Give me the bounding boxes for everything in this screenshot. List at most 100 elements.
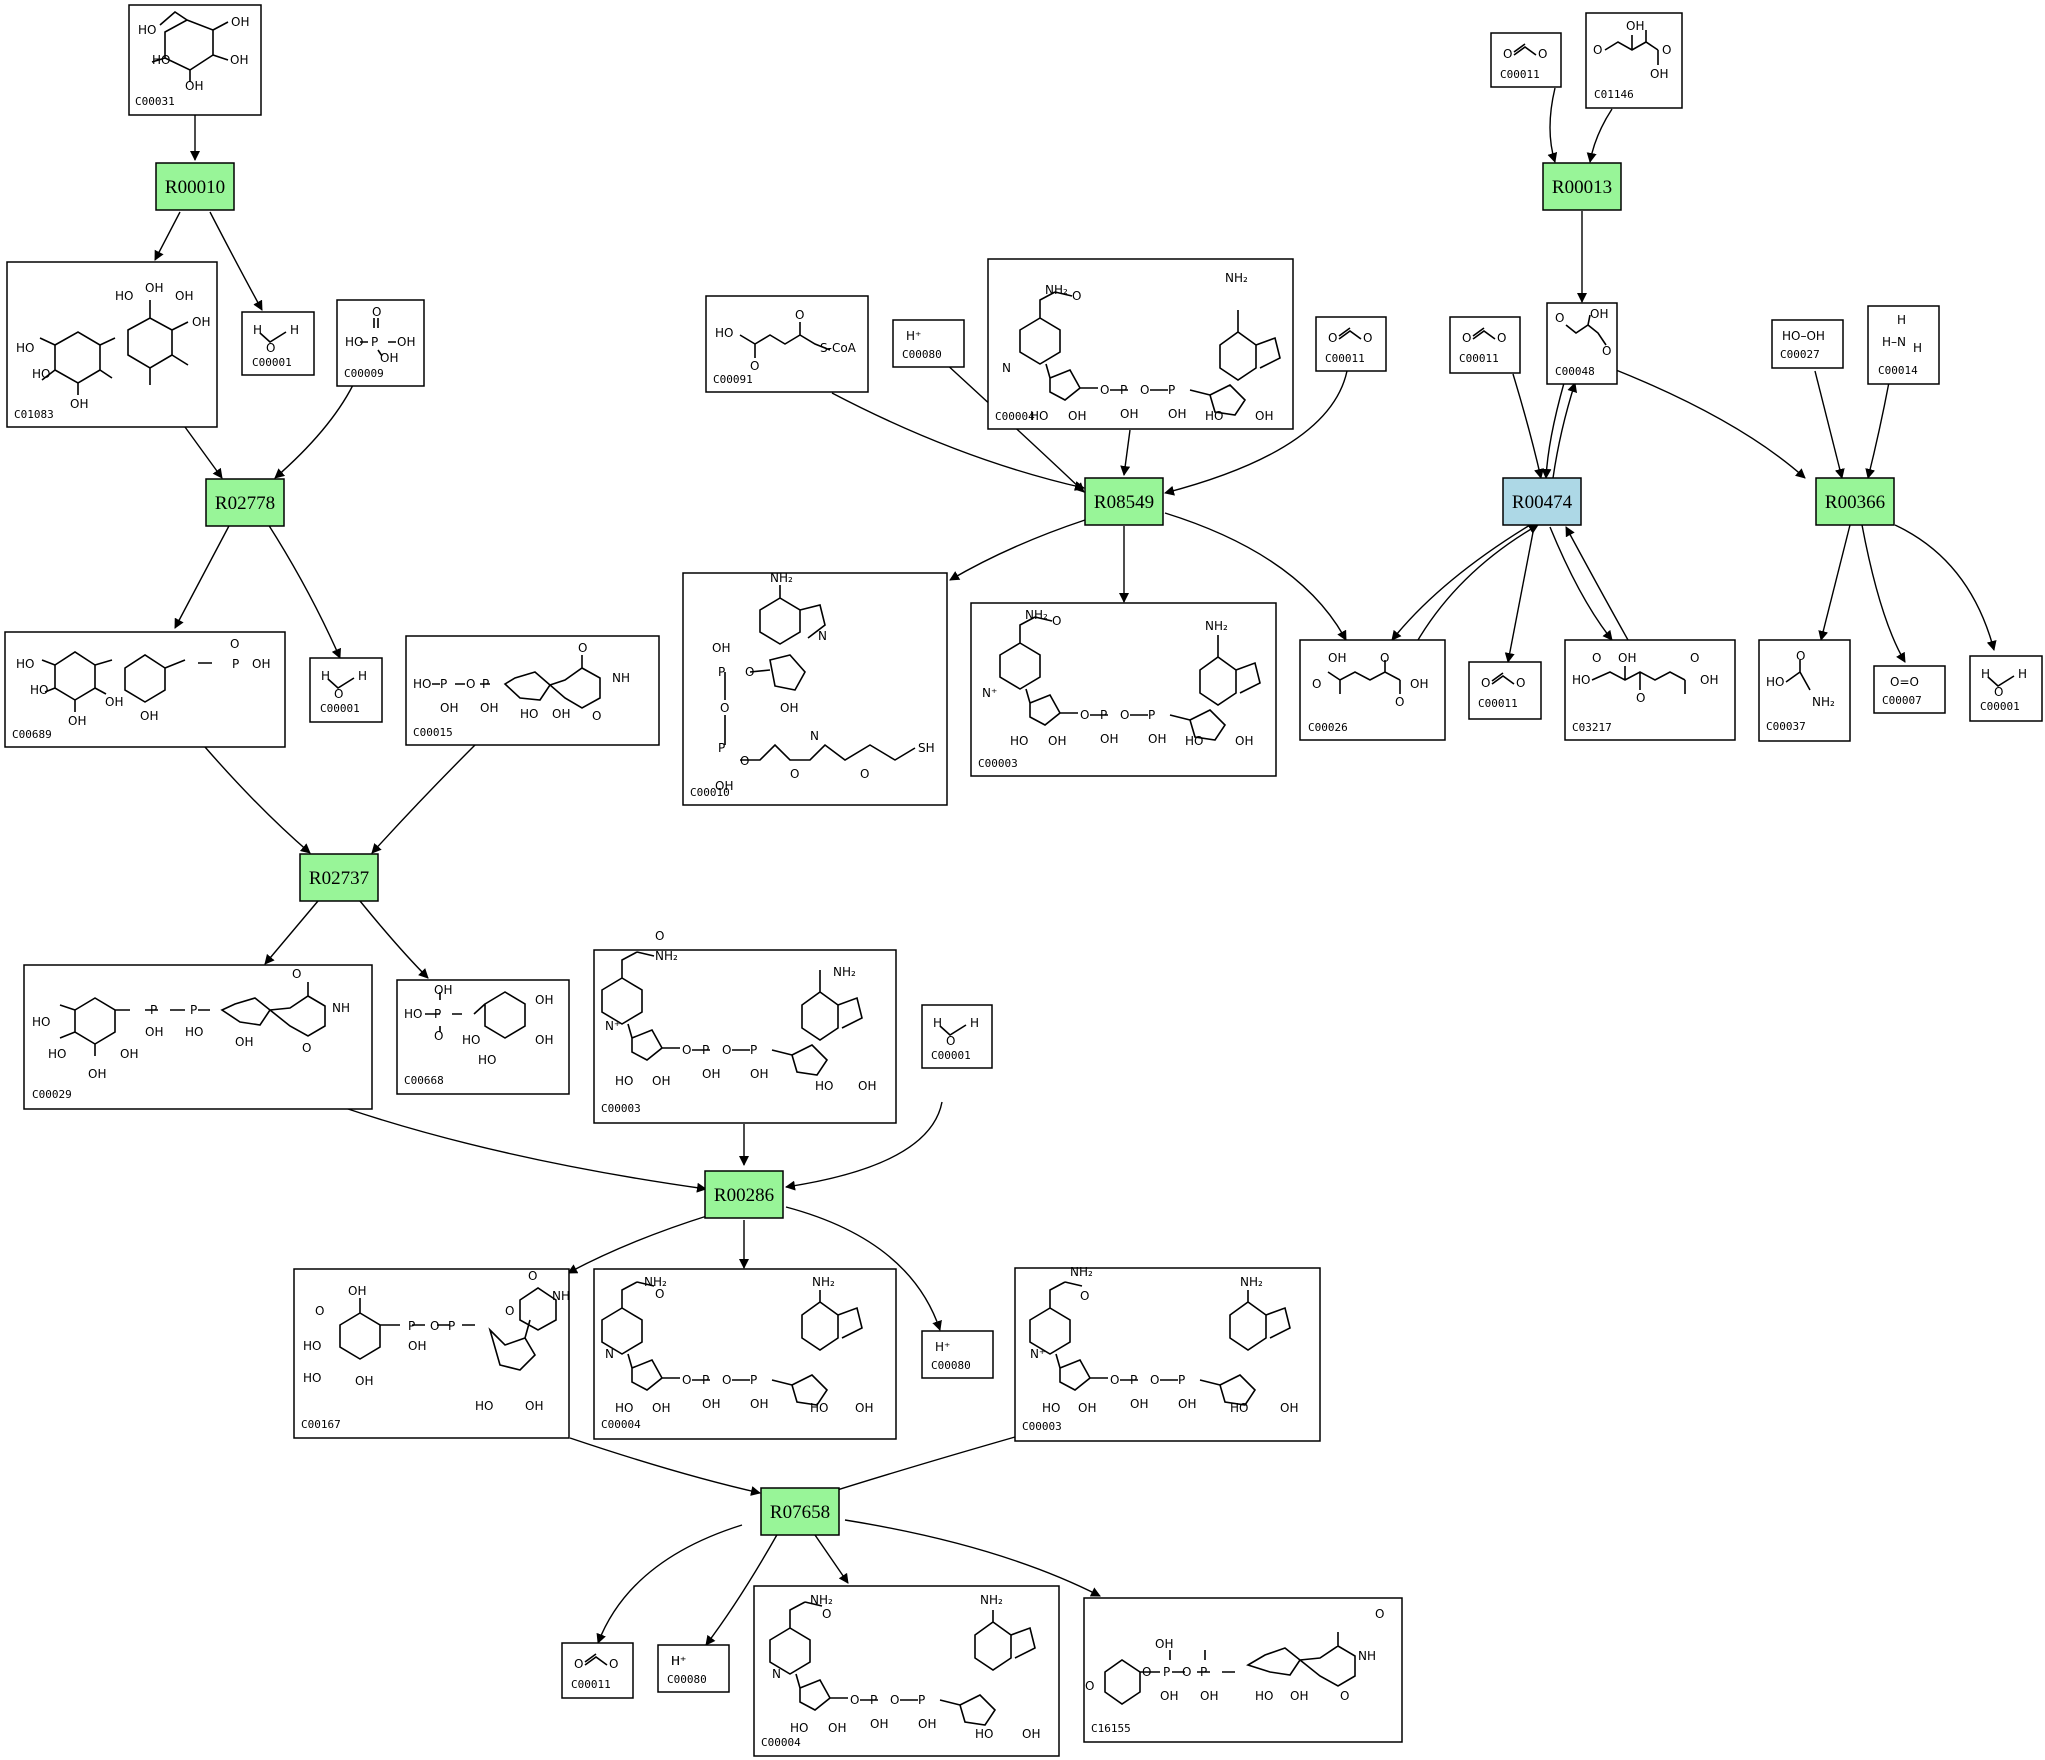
reaction-R07658-box[interactable] [760, 1487, 840, 1536]
compound-box[interactable] [1585, 12, 1683, 109]
reaction-R00474-box[interactable] [1502, 477, 1582, 526]
compound-box[interactable] [6, 261, 218, 428]
compound-C00015[interactable]: HO P O P OH OH HO OH O NH O C00015 [405, 635, 660, 746]
compound-C00026[interactable]: OH O O OH O C00026 [1299, 639, 1446, 741]
compound-C00003[interactable]: NH₂ O N⁺ O P O P OH OH HO OH HO OH NH₂ C… [593, 929, 897, 1124]
compound-C00029[interactable]: HO HO OH OH P OH P HO OH O NH O C00029 [23, 964, 373, 1110]
reaction-R00366-box[interactable] [1815, 477, 1895, 526]
compound-C00011[interactable]: O O C00011 [1468, 661, 1542, 720]
compound-box[interactable] [1468, 661, 1542, 720]
structure-bonds [259, 331, 287, 343]
compound-C00003[interactable]: NH₂ O N⁺ O P O P OH OH HO OH HO OH NH₂ C… [970, 602, 1277, 777]
compound-C00004[interactable]: NH₂ O N O P O P OH OH HO OH HO OH NH₂ C0… [593, 1268, 897, 1440]
reaction-R00286[interactable]: R00286 [704, 1170, 784, 1219]
compound-id: C00009 [344, 367, 384, 380]
compound-box[interactable] [336, 299, 425, 387]
compound-box[interactable] [1014, 1267, 1321, 1442]
reaction-R02737-box[interactable] [299, 853, 379, 902]
atom-label: OH [380, 351, 398, 365]
compound-box[interactable] [405, 635, 660, 746]
atom-label: NH₂ [833, 965, 856, 979]
compound-box[interactable] [921, 1004, 993, 1069]
compound-box[interactable] [892, 319, 965, 368]
compound-box[interactable] [593, 949, 897, 1124]
reaction-R02778[interactable]: R02778 [205, 478, 285, 527]
compound-C00001[interactable]: H O H C00001 [1969, 655, 2043, 722]
compound-box[interactable] [970, 602, 1277, 777]
compound-C00001[interactable]: H O H C00001 [921, 1004, 993, 1069]
compound-box[interactable] [705, 295, 869, 393]
compound-box[interactable] [987, 258, 1294, 430]
compound-box[interactable] [1969, 655, 2043, 722]
compound-C00004[interactable]: NH₂ O N O P O P OH OH HO OH HO OH NH₂ C0… [987, 258, 1294, 430]
compound-C00048[interactable]: O OH O C00048 [1546, 302, 1618, 385]
compound-C03217[interactable]: HO OH O O OH O C03217 [1564, 639, 1736, 741]
compound-C00011[interactable]: O O C00011 [1315, 316, 1387, 372]
compound-id: C00091 [713, 373, 753, 386]
compound-box[interactable] [1873, 665, 1946, 714]
compound-C00003[interactable]: NH₂ O N⁺ O P O P OH OH HO OH HO OH NH₂ C… [1014, 1265, 1321, 1442]
compound-C00001[interactable]: H O H C00001 [309, 657, 383, 723]
compound-C00167[interactable]: OH O HO P O P OH HO OH HO OH O NH O C001… [293, 1268, 570, 1439]
atom-label: NH [1358, 1649, 1376, 1663]
reaction-R00013[interactable]: R00013 [1542, 162, 1622, 211]
compound-C00037[interactable]: HO O NH₂ C00037 [1758, 639, 1851, 742]
compound-box[interactable] [1315, 316, 1387, 372]
compound-box[interactable] [593, 1268, 897, 1440]
compound-box[interactable] [1771, 319, 1844, 369]
compound-C01146[interactable]: OH O OH O C01146 [1585, 12, 1683, 109]
compound-box[interactable] [682, 572, 948, 806]
reaction-R00474[interactable]: R00474 [1502, 477, 1582, 526]
reaction-R00286-box[interactable] [704, 1170, 784, 1219]
compound-box[interactable] [1758, 639, 1851, 742]
compound-box[interactable] [1490, 32, 1562, 88]
compound-C00689[interactable]: HO HO OH OH OH P OH O C00689 [4, 631, 286, 748]
compound-box[interactable] [1449, 316, 1521, 374]
compound-box[interactable] [1867, 305, 1940, 385]
compound-box[interactable] [1564, 639, 1736, 741]
compound-C00011[interactable]: O O C00011 [561, 1642, 634, 1699]
compound-C00014[interactable]: H H–N H C00014 [1867, 305, 1940, 385]
reaction-R00366[interactable]: R00366 [1815, 477, 1895, 526]
compound-C00001[interactable]: H O H C00001 [241, 311, 315, 376]
reaction-R02737[interactable]: R02737 [299, 853, 379, 902]
compound-C00009[interactable]: O P HO OH OH C00009 [336, 299, 425, 387]
reaction-R08549-box[interactable] [1084, 477, 1164, 526]
reaction-R00010-box[interactable] [155, 162, 235, 211]
compound-C00080[interactable]: H⁺ H⁺ C00080 [657, 1644, 730, 1693]
compound-box[interactable] [753, 1585, 1060, 1757]
compound-box[interactable] [4, 631, 286, 748]
atom-label: P [371, 335, 378, 349]
compound-box[interactable] [241, 311, 315, 376]
atom-label: OH [535, 1033, 553, 1047]
compound-box[interactable] [309, 657, 383, 723]
structure-bonds [1591, 666, 1686, 694]
atom-label: O [750, 359, 759, 373]
reaction-R00010[interactable]: R00010 [155, 162, 235, 211]
compound-box[interactable] [1299, 639, 1446, 741]
compound-C00011[interactable]: O O C00011 [1449, 316, 1521, 374]
reaction-R00013-box[interactable] [1542, 162, 1622, 211]
compound-C16155[interactable]: OH O P O P O OH OH HO OH O NH O C16155 [1083, 1597, 1403, 1743]
reaction-R02778-box[interactable] [205, 478, 285, 527]
compound-box[interactable] [561, 1642, 634, 1699]
reaction-R07658[interactable]: R07658 [760, 1487, 840, 1536]
compound-C00004[interactable]: NH₂ O N O P O P OH OH HO OH HO OH NH₂ C0… [753, 1585, 1060, 1757]
compound-id: C00080 [931, 1359, 971, 1372]
compound-C00080[interactable]: H⁺ C00080 [892, 319, 965, 368]
compound-C00011[interactable]: O O C00011 [1490, 32, 1562, 88]
compound-C00031[interactable]: HO OH HO OH OH C00031 [128, 4, 262, 116]
atom-label: HO [1766, 675, 1784, 689]
compound-box[interactable] [657, 1644, 730, 1693]
compound-box[interactable] [921, 1330, 994, 1379]
reaction-R08549[interactable]: R08549 [1084, 477, 1164, 526]
compound-C00668[interactable]: HO P O OH HO OH HO OH C00668 [396, 979, 570, 1095]
compound-C00027[interactable]: HO–OH C00027 [1771, 319, 1844, 369]
compound-box[interactable] [396, 979, 570, 1095]
compound-C01083[interactable]: OH HO OH HO OH HO OH C01083 [6, 261, 218, 428]
compound-C00080[interactable]: H⁺ C00080 [921, 1330, 994, 1379]
compound-C00091[interactable]: HO O O S-CoA C00091 [705, 295, 869, 393]
compound-C00010[interactable]: NH₂ N O P O OH P O OH OH N SH O O C00010 [682, 571, 948, 806]
atom-label: OH [1280, 1401, 1298, 1415]
compound-C00007[interactable]: O=O C00007 [1873, 665, 1946, 714]
